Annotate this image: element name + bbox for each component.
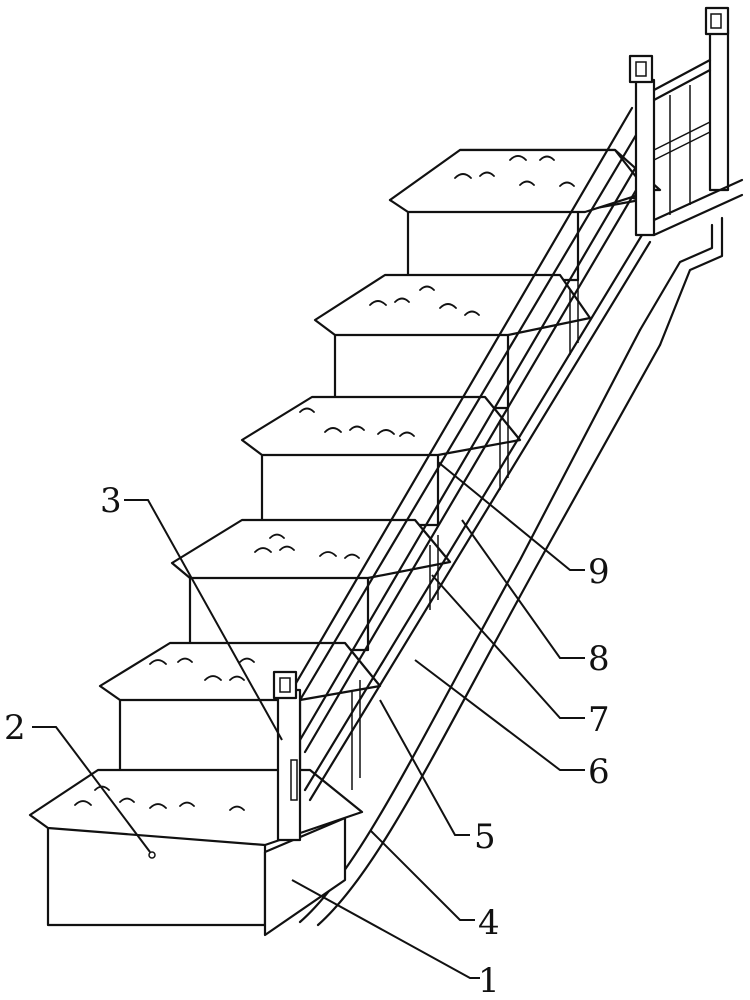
leader-3 xyxy=(124,499,283,741)
label-7: 7 xyxy=(588,700,610,740)
label-8: 8 xyxy=(588,639,610,679)
label-9: 9 xyxy=(588,552,610,592)
hole-marker xyxy=(148,851,156,859)
label-4: 4 xyxy=(478,903,500,943)
step-4 xyxy=(240,395,522,527)
leader-8 xyxy=(461,519,585,659)
step-5 xyxy=(313,273,592,410)
stringer xyxy=(298,216,724,927)
leader-4 xyxy=(369,829,475,921)
leader-9 xyxy=(437,461,585,571)
step-3 xyxy=(170,518,452,652)
leader-7 xyxy=(431,574,585,719)
leader-1 xyxy=(291,879,480,979)
leader-lines xyxy=(32,461,585,979)
handrail xyxy=(272,6,744,842)
label-6: 6 xyxy=(588,752,610,792)
step-6 xyxy=(388,148,662,282)
leader-5 xyxy=(379,699,470,836)
part-labels: 3 2 9 8 7 6 5 4 1 xyxy=(4,481,610,1000)
label-1: 1 xyxy=(478,961,500,1000)
leader-6 xyxy=(414,659,585,771)
label-3: 3 xyxy=(100,481,122,521)
leader-2 xyxy=(32,726,151,853)
label-5: 5 xyxy=(474,817,496,857)
label-2: 2 xyxy=(4,708,26,748)
